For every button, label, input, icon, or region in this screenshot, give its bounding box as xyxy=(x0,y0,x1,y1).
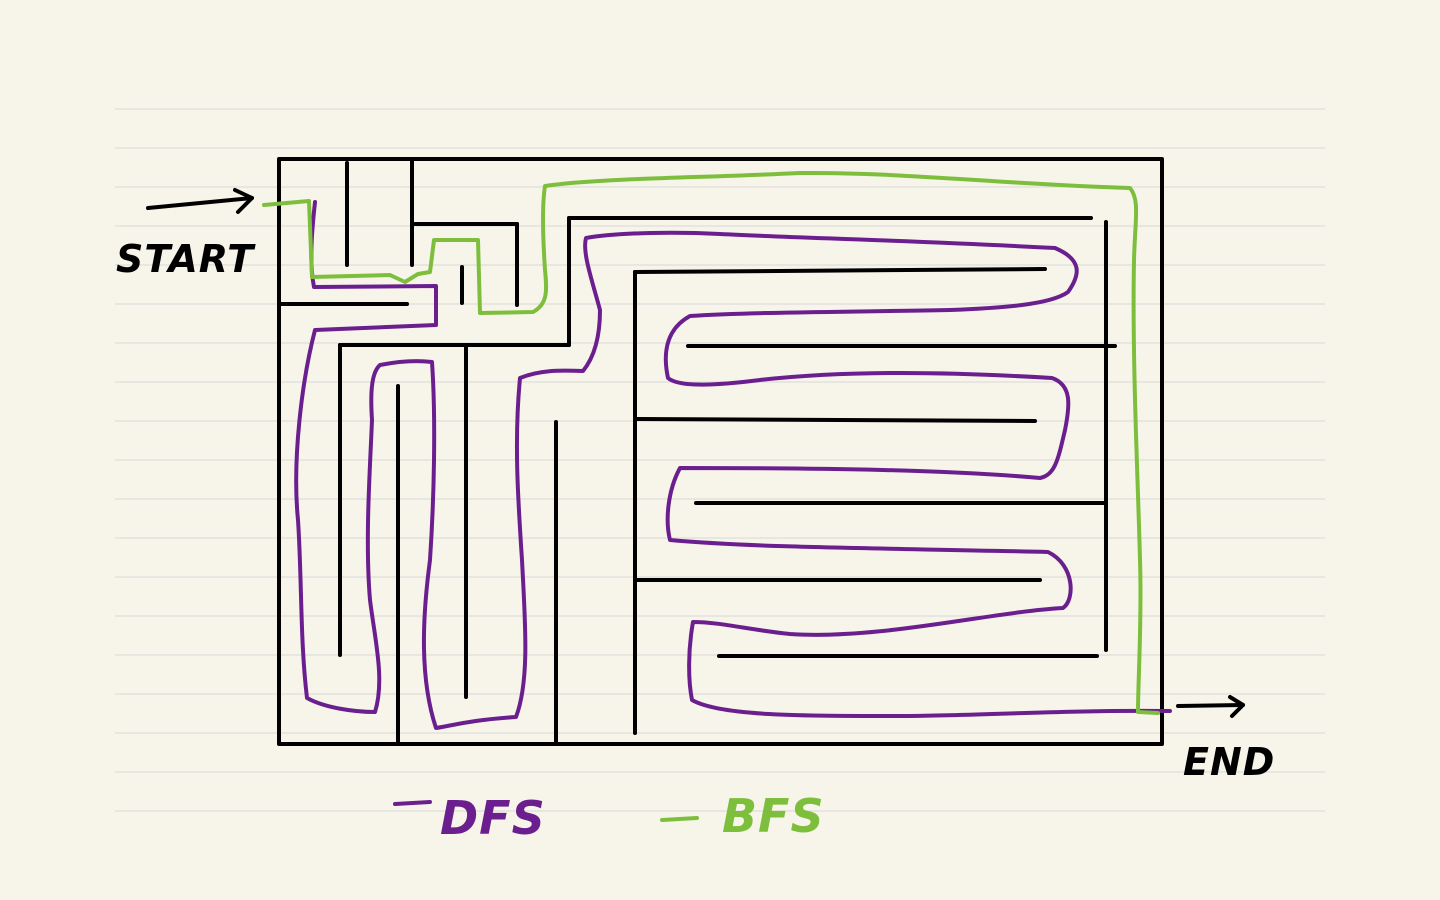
end-label: END xyxy=(1183,740,1275,784)
legend: DFS BFS xyxy=(393,789,825,845)
dfs-path xyxy=(294,200,1172,730)
start-arrow xyxy=(146,188,254,214)
legend-item-bfs: BFS xyxy=(660,789,825,843)
maze-walls xyxy=(277,157,1164,746)
maze-border xyxy=(277,157,1164,746)
legend-item-dfs: DFS xyxy=(393,791,546,845)
legend-label-dfs: DFS xyxy=(440,791,546,845)
maze-wall xyxy=(635,417,1037,423)
legend-swatch-bfs xyxy=(660,816,699,822)
maze-wall xyxy=(633,267,1047,274)
end-arrow xyxy=(1176,695,1245,718)
legend-swatch-dfs xyxy=(393,800,432,806)
start-label: START xyxy=(116,237,256,281)
legend-label-bfs: BFS xyxy=(722,789,825,843)
bfs-path xyxy=(262,170,1160,715)
